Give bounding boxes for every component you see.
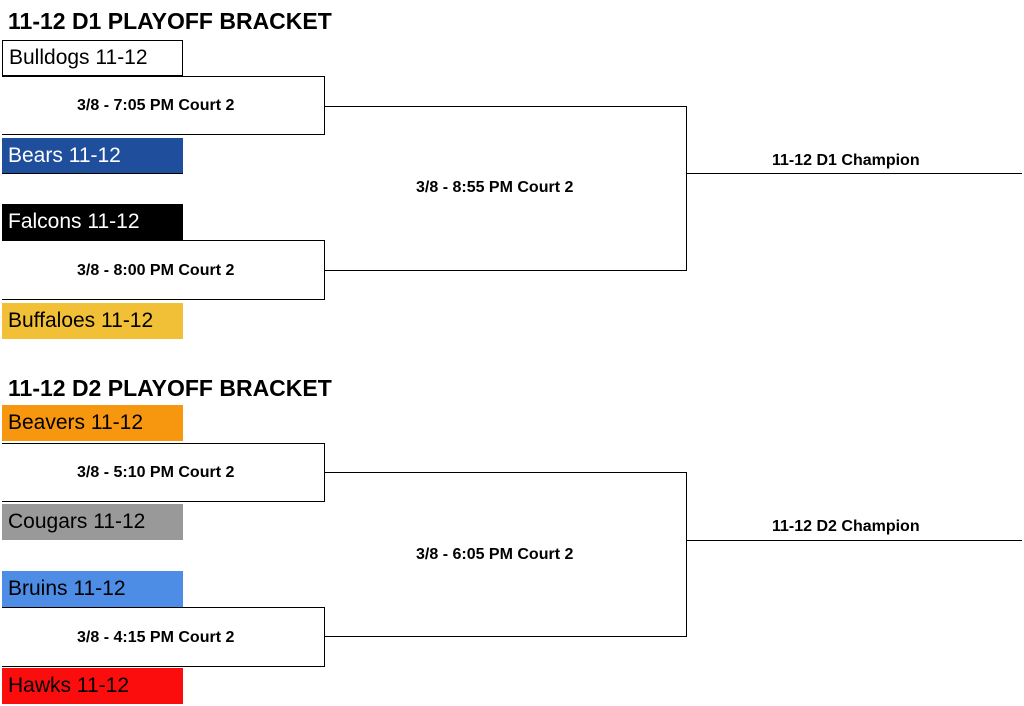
d2-bracket-title: 11-12 D2 PLAYOFF BRACKET [8,375,332,401]
d2-semifinal-1-connector [2,443,325,502]
d2-final-connector [325,472,687,637]
d1-semifinal-2-connector [2,240,325,300]
d1-semifinal-1-connector [2,76,325,135]
d1-team-1[interactable]: Bulldogs 11-12 [2,40,183,76]
d2-team-1[interactable]: Beavers 11-12 [2,405,183,441]
d1-semifinal-1-label: 3/8 - 7:05 PM Court 2 [77,97,235,114]
d1-team-3[interactable]: Falcons 11-12 [2,204,183,240]
d1-final-label: 3/8 - 8:55 PM Court 2 [416,179,574,196]
d1-team-2[interactable]: Bears 11-12 [2,138,183,174]
d1-final-connector [325,106,687,271]
d1-bracket-title: 11-12 D1 PLAYOFF BRACKET [8,8,332,34]
d2-team-2[interactable]: Cougars 11-12 [2,504,183,540]
d1-champion-line [687,173,1022,174]
d2-semifinal-2-label: 3/8 - 4:15 PM Court 2 [77,629,235,646]
d2-final-label: 3/8 - 6:05 PM Court 2 [416,546,574,563]
d2-semifinal-2-connector [2,607,325,667]
d2-champion-label: 11-12 D2 Champion [772,518,920,535]
d1-team-4[interactable]: Buffaloes 11-12 [2,303,183,339]
d2-semifinal-1-label: 3/8 - 5:10 PM Court 2 [77,464,235,481]
d2-champion-line [687,540,1022,541]
d2-team-3[interactable]: Bruins 11-12 [2,571,183,607]
d2-team-4[interactable]: Hawks 11-12 [2,668,183,704]
d1-champion-label: 11-12 D1 Champion [772,152,920,169]
d1-semifinal-2-label: 3/8 - 8:00 PM Court 2 [77,262,235,279]
